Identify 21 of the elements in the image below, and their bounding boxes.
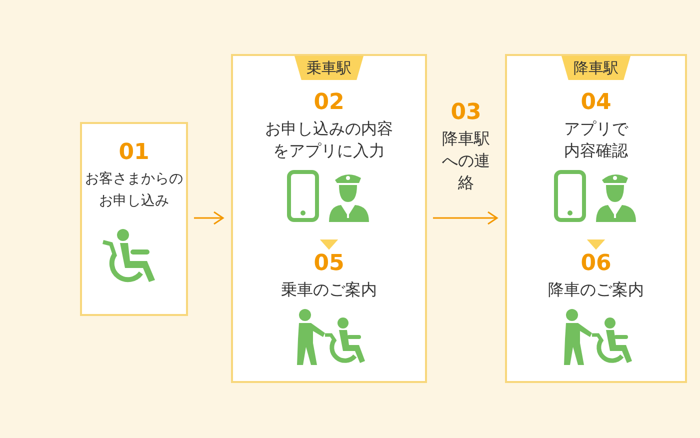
step-text: 降車駅への連絡 bbox=[441, 128, 491, 194]
station-tab: 降車駅 bbox=[562, 56, 630, 80]
station-panel bbox=[231, 54, 427, 383]
step-text: お客さまからのお申し込み bbox=[84, 170, 184, 211]
down-triangle-arrow bbox=[320, 240, 338, 250]
step-text: 降車のご案内 bbox=[547, 279, 645, 301]
step-text: 乗車のご案内 bbox=[280, 279, 378, 301]
step-number: 01 bbox=[118, 140, 150, 166]
arrow bbox=[433, 211, 498, 225]
step-text: アプリで内容確認 bbox=[564, 118, 628, 162]
step-number: 06 bbox=[580, 251, 612, 277]
station-tab: 乗車駅 bbox=[294, 56, 364, 80]
arrow bbox=[194, 211, 224, 225]
step-number: 04 bbox=[580, 90, 612, 116]
step-number: 05 bbox=[314, 251, 344, 277]
step-number: 02 bbox=[314, 90, 344, 116]
station-panel bbox=[505, 54, 687, 383]
step-card bbox=[80, 122, 188, 316]
step-text: お申し込みの内容をアプリに入力 bbox=[265, 118, 393, 162]
down-triangle-arrow bbox=[586, 240, 606, 250]
step-number: 03 bbox=[450, 100, 482, 126]
